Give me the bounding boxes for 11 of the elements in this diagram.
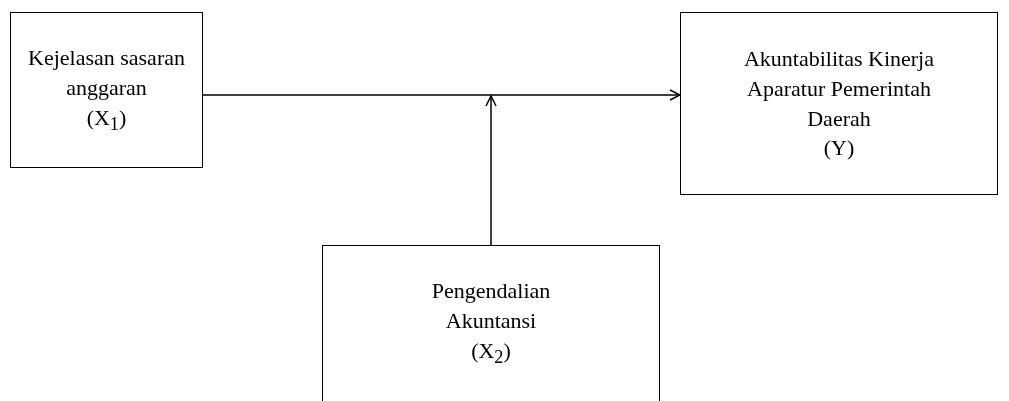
variable-symbol: (Y): [823, 134, 855, 163]
variable-name: Akuntabilitas Kinerja Aparatur Pemerintah Daerah: [743, 45, 935, 133]
variable-name: Pengendalian Akuntansi: [430, 277, 552, 335]
variable-name: Kejelasan sasaran anggaran: [27, 44, 186, 102]
variable-box: [10, 12, 203, 168]
arrow: [485, 95, 497, 246]
variable-box: [322, 245, 660, 401]
variable-symbol: (X$_{1}$): [86, 103, 127, 136]
variable-box: [680, 12, 998, 195]
arrow: [202, 89, 681, 101]
variable-symbol: (X$_{2}$): [471, 336, 511, 369]
